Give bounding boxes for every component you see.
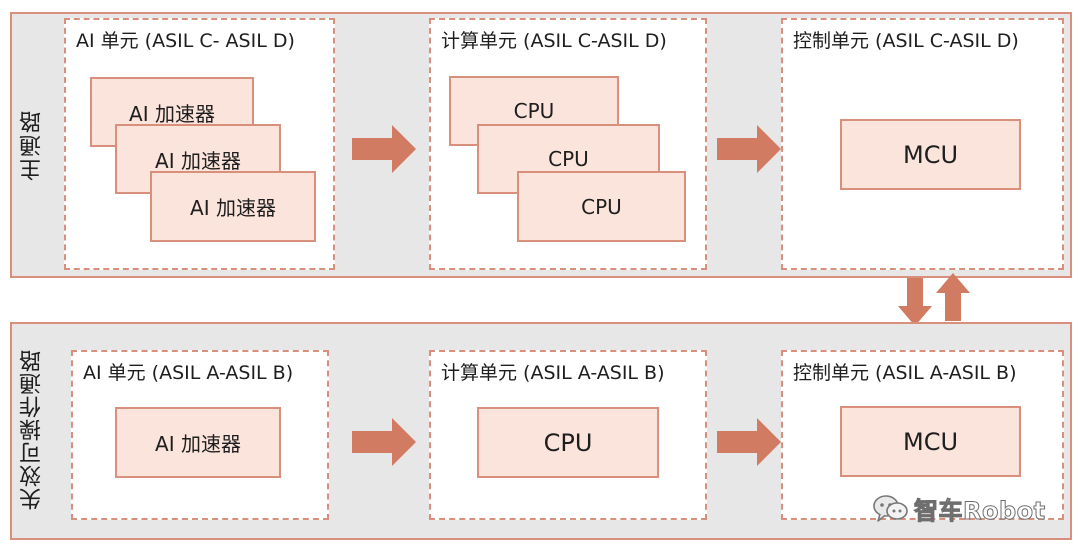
primary-control-unit-title: 控制单元 (ASIL C-ASIL D)	[793, 30, 1019, 52]
primary-right-arrow-icon-1	[352, 125, 416, 173]
primary-compute-unit-title: 计算单元 (ASIL C-ASIL D)	[441, 30, 667, 52]
primary-cpu-3: CPU	[517, 171, 686, 242]
fallback-ai-accelerator: AI 加速器	[115, 407, 281, 478]
fallback-right-arrow-icon-2	[717, 418, 781, 466]
down-arrow-icon	[898, 278, 932, 326]
watermark-text: 智车Robot	[914, 497, 1046, 526]
primary-ai-unit-title: AI 单元 (ASIL C- ASIL D)	[76, 30, 295, 52]
primary-path-label: 主通路	[20, 109, 45, 181]
fallback-compute-unit-title: 计算单元 (ASIL A-ASIL B)	[441, 362, 665, 384]
up-arrow-icon	[936, 273, 970, 321]
primary-ai-accelerator-3: AI 加速器	[150, 171, 316, 242]
primary-right-arrow-icon-2	[717, 125, 781, 173]
watermark: 智车Robot	[872, 491, 1046, 526]
chat-bubble-icon	[872, 494, 908, 524]
primary-mcu: MCU	[840, 119, 1021, 190]
fallback-path-label: 失效可操作通路	[20, 349, 45, 511]
fallback-right-arrow-icon-1	[352, 418, 416, 466]
fallback-cpu: CPU	[477, 407, 659, 478]
fallback-mcu: MCU	[840, 406, 1021, 477]
fallback-control-unit-title: 控制单元 (ASIL A-ASIL B)	[793, 362, 1017, 384]
fallback-ai-unit-title: AI 单元 (ASIL A-ASIL B)	[83, 362, 294, 384]
